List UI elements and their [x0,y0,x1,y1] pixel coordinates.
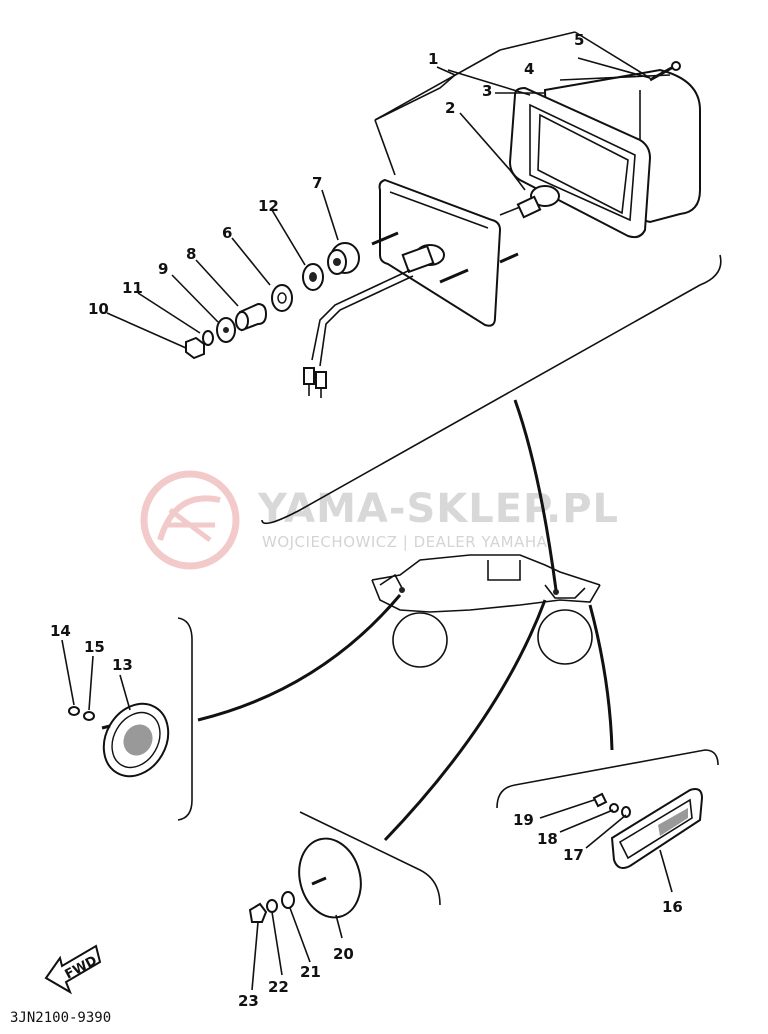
callout-18: 18 [537,830,558,848]
watermark-brand: YAMA-SKLEP.PL [257,486,619,532]
fwd-arrow-icon: FWD [44,944,102,995]
watermark: YAMA-SKLEP.PL WOJCIECHOWICZ | DEALER YAM… [140,470,619,570]
callout-5: 5 [574,31,584,49]
lock-washer-11 [202,330,214,346]
part-code: 3JN2100-9390 [10,1010,111,1026]
callout-2: 2 [445,99,455,117]
callout-1: 1 [428,50,438,68]
watermark-subtitle: WOJCIECHOWICZ | DEALER YAMAHA [262,533,548,551]
callout-23: 23 [238,992,259,1010]
callout-20: 20 [333,945,354,963]
callout-10: 10 [88,300,109,318]
bulb [499,185,560,219]
callout-labels: 1 2 3 4 5 6 7 8 9 10 11 12 13 14 15 16 1… [50,31,683,1010]
callout-4: 4 [524,60,534,78]
callout-3: 3 [482,82,492,100]
wire-harness [303,269,414,398]
callout-6: 6 [222,224,232,242]
tail-light-base-plate [371,178,519,327]
reflector-group-right [496,749,719,893]
callout-15: 15 [84,638,105,656]
washer-6 [271,284,293,312]
callout-22: 22 [268,978,289,996]
grommet [327,242,360,275]
callout-17: 17 [563,846,584,864]
callout-9: 9 [158,260,168,278]
callout-11: 11 [122,279,143,297]
screw-5 [649,61,681,82]
atv-silhouette [371,554,601,668]
location-lines [197,399,614,842]
callout-19: 19 [513,811,534,829]
tail-light-group-bracket [261,119,722,525]
callout-7: 7 [312,174,322,192]
collar-8 [235,302,268,332]
callout-12: 12 [258,197,279,215]
callout-14: 14 [50,622,71,640]
washer-12 [302,263,324,291]
washer-9 [216,317,236,343]
reflector-group-left [61,617,193,821]
callout-21: 21 [300,963,321,981]
leader-lines-top [106,31,651,349]
nut-10 [185,336,205,360]
callout-16: 16 [662,898,683,916]
callout-8: 8 [186,245,196,263]
reflector-group-bottom [248,811,441,991]
callout-13: 13 [112,656,133,674]
watermark-logo-icon [140,470,240,570]
